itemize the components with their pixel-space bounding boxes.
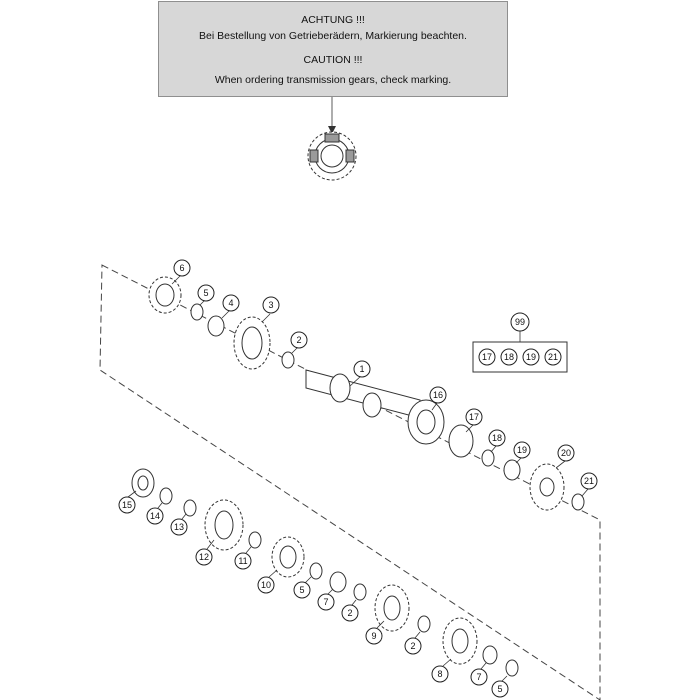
callout-6: 6 — [173, 259, 191, 277]
svg-text:21: 21 — [584, 476, 594, 486]
notice-arrow-head — [328, 126, 336, 134]
gear-9 — [374, 584, 410, 632]
callout-7: 7 — [317, 593, 335, 611]
washer-5b — [309, 562, 323, 580]
svg-text:18: 18 — [492, 433, 502, 443]
notice-text-de: Bei Bestellung von Getrieberädern, Marki… — [199, 30, 467, 42]
callout-5: 5 — [197, 284, 215, 302]
callout-21: 21 — [580, 472, 598, 490]
notice-heading-en: CAUTION !!! — [303, 54, 363, 66]
callout-7-bottom: 7 — [470, 668, 488, 686]
bearing-16 — [407, 399, 445, 445]
gear-8 — [442, 617, 478, 665]
svg-text:19: 19 — [517, 445, 527, 455]
callout-5-lower: 5 — [293, 581, 311, 599]
washer-5c — [505, 659, 519, 677]
callout-16: 16 — [429, 386, 447, 404]
callout-19: 19 — [513, 441, 531, 459]
svg-text:10: 10 — [261, 580, 271, 590]
callout-13: 13 — [170, 518, 188, 536]
svg-text:7: 7 — [476, 672, 481, 682]
kit-callout-21: 21 — [544, 348, 562, 366]
callout-12: 12 — [195, 548, 213, 566]
svg-text:16: 16 — [433, 390, 443, 400]
svg-text:2: 2 — [347, 608, 352, 618]
callout-11: 11 — [234, 552, 252, 570]
svg-text:5: 5 — [203, 288, 208, 298]
svg-text:9: 9 — [371, 631, 376, 641]
gear-3 — [233, 316, 271, 370]
svg-text:6: 6 — [179, 263, 184, 273]
callout-5-bottom: 5 — [491, 680, 509, 698]
circlip-21 — [571, 493, 585, 511]
seal-17 — [448, 424, 474, 458]
svg-text:8: 8 — [437, 669, 442, 679]
notice-heading-de: ACHTUNG !!! — [301, 14, 365, 26]
callout-2: 2 — [290, 331, 308, 349]
bearing-7b — [482, 645, 498, 665]
callout-17: 17 — [465, 408, 483, 426]
gear-6 — [148, 276, 182, 314]
callout-99: 99 — [510, 312, 530, 332]
callout-18: 18 — [488, 429, 506, 447]
svg-text:4: 4 — [228, 298, 233, 308]
washer-2a — [281, 351, 295, 369]
marking-gear — [307, 131, 357, 181]
svg-text:11: 11 — [238, 556, 247, 566]
svg-text:21: 21 — [548, 352, 558, 362]
kit-callout-18: 18 — [500, 348, 518, 366]
svg-text:2: 2 — [410, 641, 415, 651]
bearing-4 — [207, 315, 225, 337]
kit-callout-19: 19 — [522, 348, 540, 366]
callout-3: 3 — [262, 296, 280, 314]
svg-text:15: 15 — [122, 500, 132, 510]
svg-text:99: 99 — [515, 317, 525, 327]
washer-14 — [159, 487, 173, 505]
spacer-18 — [481, 449, 495, 467]
assembly-outline — [99, 264, 601, 700]
callout-8: 8 — [431, 665, 449, 683]
svg-text:3: 3 — [268, 300, 273, 310]
notice-text-en: When ordering transmission gears, check … — [214, 74, 452, 86]
bushing-11 — [248, 531, 262, 549]
gear-10 — [271, 536, 305, 578]
bearing-15 — [131, 468, 155, 498]
callout-2-lower: 2 — [341, 604, 359, 622]
svg-text:1: 1 — [359, 364, 364, 374]
svg-text:7: 7 — [323, 597, 328, 607]
svg-text:19: 19 — [526, 352, 536, 362]
callout-2-bottom: 2 — [404, 637, 422, 655]
ring-19 — [503, 459, 521, 481]
svg-text:12: 12 — [199, 552, 209, 562]
washer-5a — [190, 303, 204, 321]
svg-text:2: 2 — [296, 335, 301, 345]
svg-text:5: 5 — [299, 585, 304, 595]
callout-4: 4 — [222, 294, 240, 312]
svg-text:20: 20 — [561, 448, 571, 458]
bearing-7a — [329, 571, 347, 593]
callout-15: 15 — [118, 496, 136, 514]
svg-text:13: 13 — [174, 522, 184, 532]
washer-2b — [353, 583, 367, 601]
kit-callout-17: 17 — [478, 348, 496, 366]
callout-14: 14 — [146, 507, 164, 525]
gear-12 — [204, 499, 244, 551]
washer-2c — [417, 615, 431, 633]
svg-text:17: 17 — [482, 352, 492, 362]
svg-text:5: 5 — [497, 684, 502, 694]
callout-10: 10 — [257, 576, 275, 594]
svg-text:18: 18 — [504, 352, 514, 362]
sprocket-20 — [529, 463, 565, 511]
svg-text:17: 17 — [469, 412, 479, 422]
bushing-13 — [183, 499, 197, 517]
callout-20: 20 — [557, 444, 575, 462]
callout-1: 1 — [353, 360, 371, 378]
caution-notice: ACHTUNG !!! Bei Bestellung von Getrieber… — [158, 1, 508, 97]
svg-text:14: 14 — [150, 511, 160, 521]
callout-9: 9 — [365, 627, 383, 645]
